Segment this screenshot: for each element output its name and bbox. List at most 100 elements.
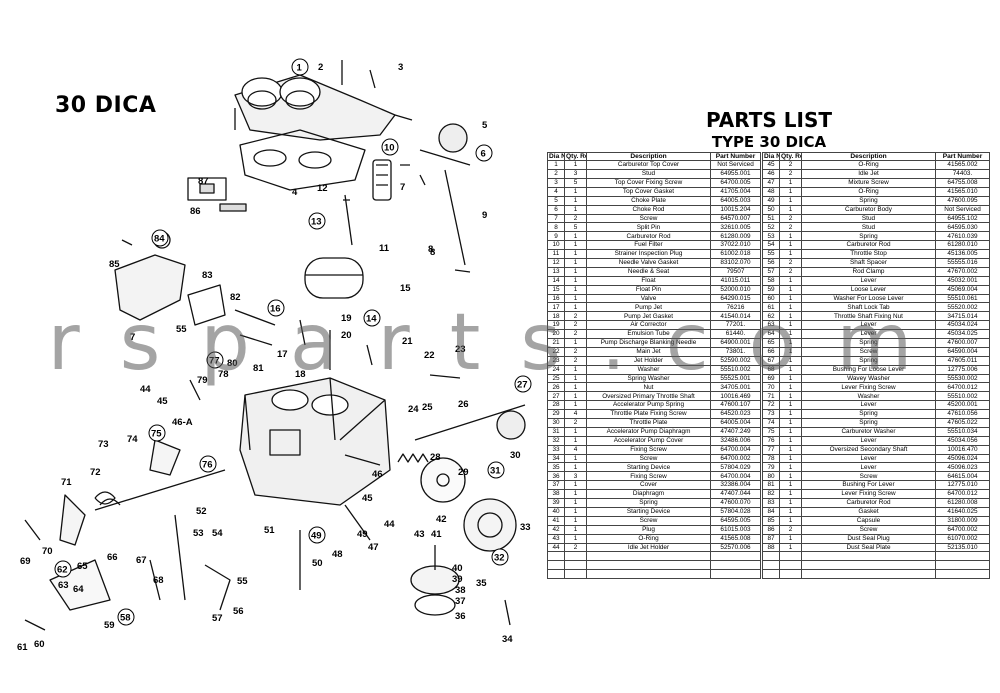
- callout-label: 55: [176, 324, 187, 335]
- cell-description: Carburetor Top Cover: [586, 160, 711, 171]
- callout-label: 27: [517, 380, 528, 391]
- callout-label: 52: [196, 506, 207, 517]
- cell-dia-no: 70: [762, 382, 780, 393]
- cell-description: Throttle Plate Fixing Screw: [586, 409, 711, 420]
- cell-part-number: 45034.024: [935, 320, 990, 331]
- callout-label: 12: [317, 183, 328, 194]
- cell-description: Screw: [586, 213, 711, 224]
- cell-empty: [564, 569, 587, 580]
- cell-qty: 2: [779, 266, 802, 277]
- cell-dia-no: 3: [547, 177, 565, 188]
- cell-description: Carburetor Rod: [586, 231, 711, 242]
- cell-part-number: 61280.010: [935, 240, 990, 251]
- cell-dia-no: 56: [762, 258, 780, 268]
- callout-label: 65: [77, 561, 88, 572]
- table-row-empty: [547, 560, 990, 571]
- cell-description: Dust Seal Plate: [801, 542, 936, 553]
- cell-qty: 1: [779, 249, 802, 259]
- cell-part-number: 64595.030: [935, 222, 990, 233]
- cell-qty: 1: [564, 480, 587, 491]
- cell-qty: 1: [564, 266, 587, 277]
- cell-description: Mixture Screw: [801, 177, 936, 188]
- callout-label: 49: [357, 529, 368, 540]
- cell-dia-no: 29: [547, 409, 565, 420]
- cell-description: Cover: [586, 480, 711, 491]
- cell-dia-no: 25: [547, 373, 565, 384]
- cell-part-number: 64595.005: [710, 515, 761, 526]
- cell-qty: 1: [564, 275, 587, 286]
- cell-description: Washer For Loose Lever: [801, 293, 936, 304]
- cell-description: Spring: [801, 231, 936, 242]
- cell-qty: 2: [779, 258, 802, 268]
- cell-dia-no: 8: [547, 222, 565, 233]
- cell-description: Carburetor Rod: [801, 240, 936, 251]
- cell-qty: 1: [779, 444, 802, 455]
- cell-description: Shaft Spacer: [801, 258, 936, 268]
- callout-label: 16: [270, 304, 281, 315]
- cell-qty: 1: [779, 355, 802, 366]
- cell-part-number: 41565.008: [710, 533, 761, 544]
- cell-description: Accelerator Pump Cover: [586, 435, 711, 446]
- callout-13: 13: [308, 212, 326, 230]
- cell-qty: 1: [779, 373, 802, 384]
- cell-part-number: 61440.: [710, 329, 761, 340]
- cell-dia-no: 23: [547, 355, 565, 366]
- cell-dia-no: 35: [547, 462, 565, 473]
- cell-part-number: 32610.005: [710, 222, 761, 233]
- callout-label: 86: [190, 206, 201, 217]
- callout-label: 59: [104, 620, 115, 631]
- callout-label: 78: [218, 369, 229, 380]
- cell-dia-no: 60: [762, 293, 780, 304]
- callout-label: 19: [341, 313, 352, 324]
- callout-78: 77: [206, 351, 224, 369]
- callout-label: 11: [379, 243, 390, 254]
- cell-part-number: 45136.005: [935, 249, 990, 259]
- cell-dia-no: 36: [547, 471, 565, 482]
- callout-label: 29: [458, 467, 469, 478]
- cell-part-number: 45032.001: [935, 275, 990, 286]
- callout-label: 58: [120, 613, 131, 624]
- cell-qty: 1: [564, 258, 587, 268]
- cell-dia-no: 85: [762, 515, 780, 526]
- cell-qty: 2: [779, 160, 802, 171]
- cell-description: Throttle Shaft Fixing Nut: [801, 311, 936, 322]
- callout-27: 27: [514, 375, 532, 393]
- cell-description: Lever: [801, 329, 936, 340]
- cell-part-number: 64955.001: [710, 169, 761, 179]
- table-row-empty: [547, 551, 990, 562]
- cell-qty: 3: [564, 169, 587, 179]
- cell-part-number: 61070.002: [935, 533, 990, 544]
- cell-part-number: 34705.001: [710, 382, 761, 393]
- cell-description: Lever Fixing Screw: [801, 489, 936, 500]
- cell-qty: 1: [779, 177, 802, 188]
- callout-label: 18: [295, 369, 306, 380]
- cell-qty: 1: [564, 186, 587, 197]
- table-header-row: Dia No. Qty. Req'd Description Part Numb…: [547, 151, 990, 162]
- callout-77: 76: [199, 455, 217, 473]
- cell-qty: 1: [564, 435, 587, 446]
- cell-part-number: 37022.010: [710, 240, 761, 251]
- cell-description: Starting Device: [586, 506, 711, 517]
- cell-empty: [801, 560, 936, 571]
- cell-description: Screw: [586, 453, 711, 464]
- cell-part-number: 61280.008: [935, 498, 990, 508]
- cell-dia-no: 39: [547, 498, 565, 508]
- cell-qty: 1: [564, 293, 587, 304]
- cell-dia-no: 52: [762, 222, 780, 233]
- callout-76: 75: [148, 424, 166, 442]
- cell-part-number: 64615.004: [935, 471, 990, 482]
- cell-part-number: 32386.004: [710, 480, 761, 491]
- cell-dia-no: 63: [762, 320, 780, 331]
- cell-description: Lever: [801, 320, 936, 331]
- cell-dia-no: 31: [547, 426, 565, 437]
- callout-50: 49: [308, 526, 326, 544]
- cell-part-number: 45200.001: [935, 400, 990, 411]
- cell-description: Lever: [801, 400, 936, 411]
- cell-qty: 2: [564, 213, 587, 224]
